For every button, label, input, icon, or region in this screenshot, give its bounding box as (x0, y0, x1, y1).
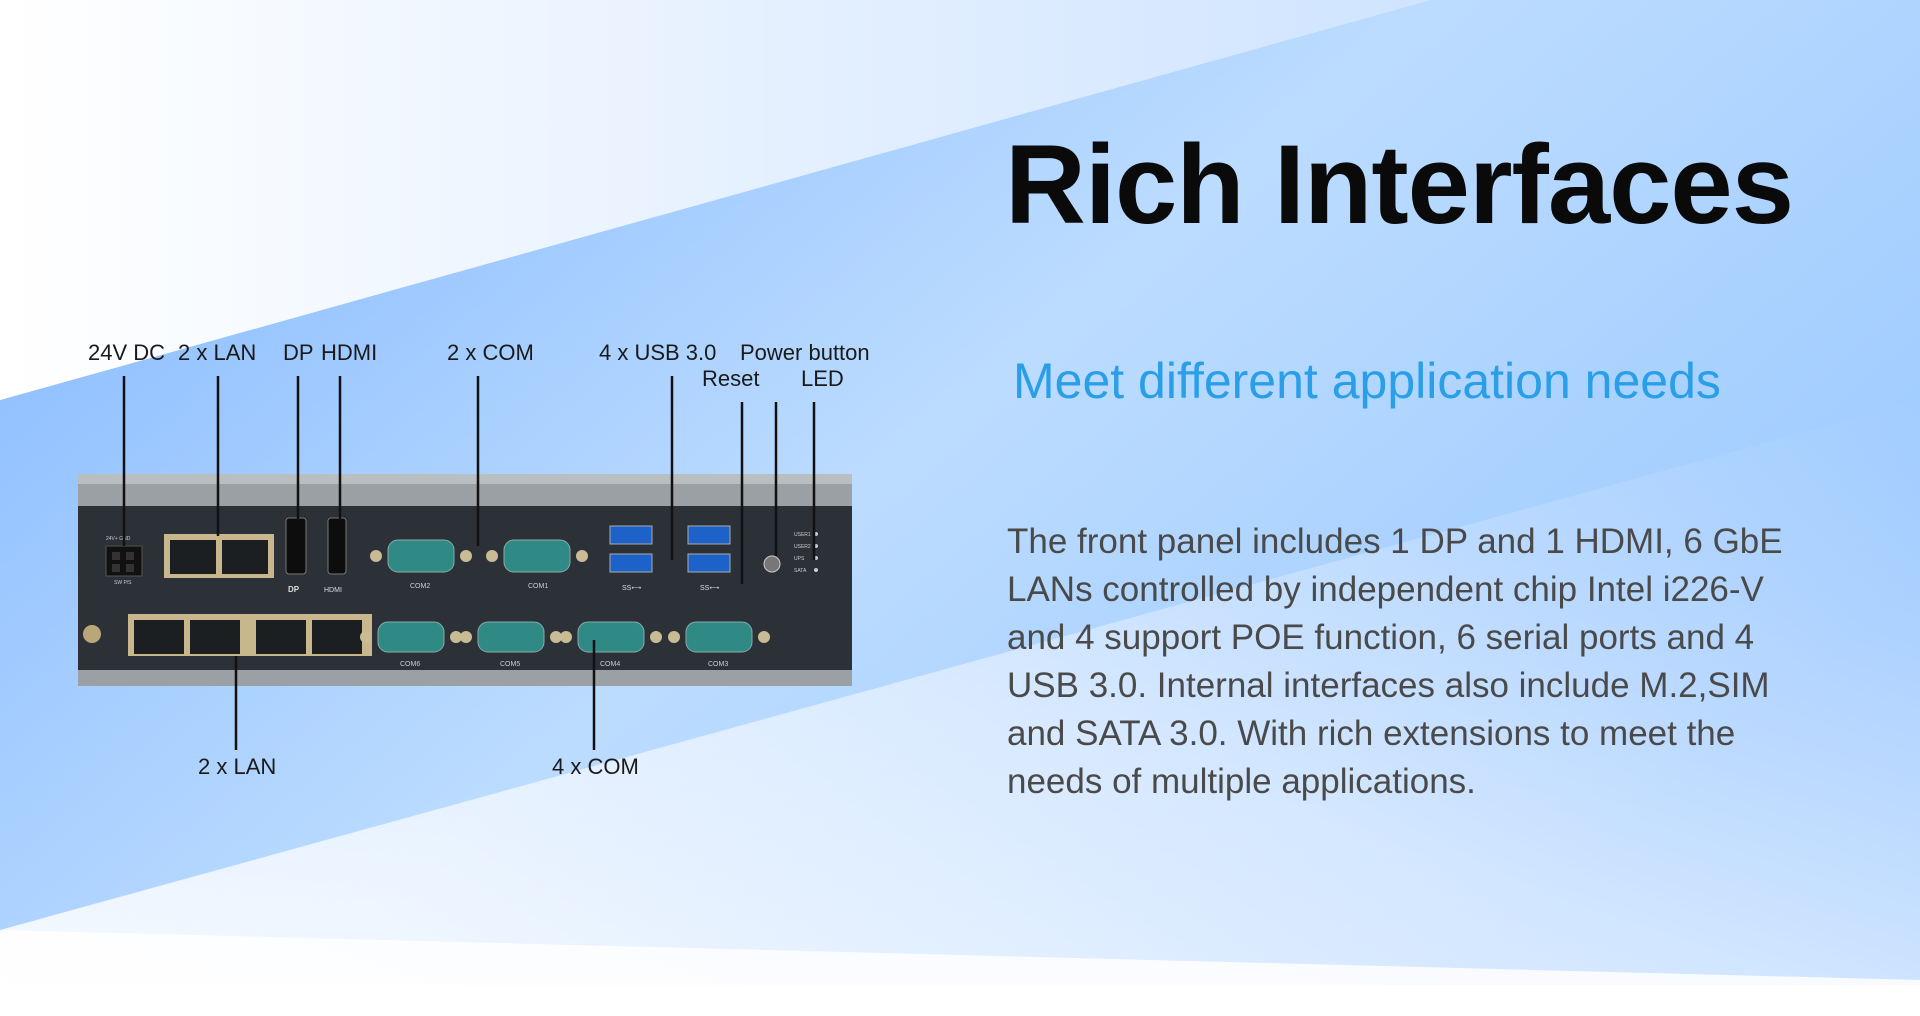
callout-led: LED (801, 366, 844, 391)
panel-label-com5: COM5 (500, 661, 520, 668)
callout-lan-bottom: 2 x LAN (198, 754, 277, 779)
dp-port (285, 517, 307, 575)
panel-label-led-ups: UPS (794, 556, 805, 562)
panel-label-usb-1: SS⟷ (622, 585, 641, 592)
panel-label-com4: COM4 (600, 661, 620, 668)
panel-label-com6: COM6 (400, 661, 420, 668)
panel-label-dc: 24V+ GND (106, 536, 131, 542)
callout-dc: 24V DC (88, 340, 166, 365)
panel-label-led-user1: USER1 (794, 532, 811, 538)
ground-screw-icon (83, 625, 101, 643)
com-ports-top (370, 539, 588, 573)
lan-ports-bottom (128, 614, 372, 656)
callout-lan-top: 2 x LAN (178, 340, 257, 365)
dc-connector-icon (105, 545, 143, 577)
panel-label-dp: DP (288, 585, 300, 594)
callout-power: Power button (740, 340, 870, 365)
callout-hdmi: HDMI (321, 340, 378, 365)
panel-label-com2: COM2 (410, 583, 430, 590)
callout-com-bottom: 4 x COM (552, 754, 639, 779)
device-front-panel: COM2 COM1 COM6 COM5 COM4 COM3 HDMI DP SS… (78, 474, 852, 686)
panel-label-dc2: SW P/S (114, 580, 132, 586)
panel-label-led-user2: USER2 (794, 544, 811, 550)
page-subtitle: Meet different application needs (1013, 353, 1721, 409)
lan-ports-top (164, 534, 274, 578)
page-title: Rich Interfaces (1005, 122, 1794, 247)
panel-label-hdmi: HDMI (324, 587, 342, 594)
usb-ports (609, 525, 731, 573)
power-button-icon (763, 555, 781, 573)
panel-label-led-sata: SATA (794, 568, 807, 574)
com-ports-bottom (360, 621, 770, 653)
callout-com-top: 2 x COM (447, 340, 534, 365)
panel-label-com3: COM3 (708, 661, 728, 668)
panel-label-com1: COM1 (528, 583, 548, 590)
description-paragraph: The front panel includes 1 DP and 1 HDMI… (1007, 522, 1783, 801)
callout-dp: DP (283, 340, 314, 365)
hdmi-port (327, 517, 347, 575)
callout-usb: 4 x USB 3.0 (599, 340, 717, 365)
panel-label-usb-2: SS⟷ (700, 585, 719, 592)
callout-reset: Reset (702, 366, 760, 391)
